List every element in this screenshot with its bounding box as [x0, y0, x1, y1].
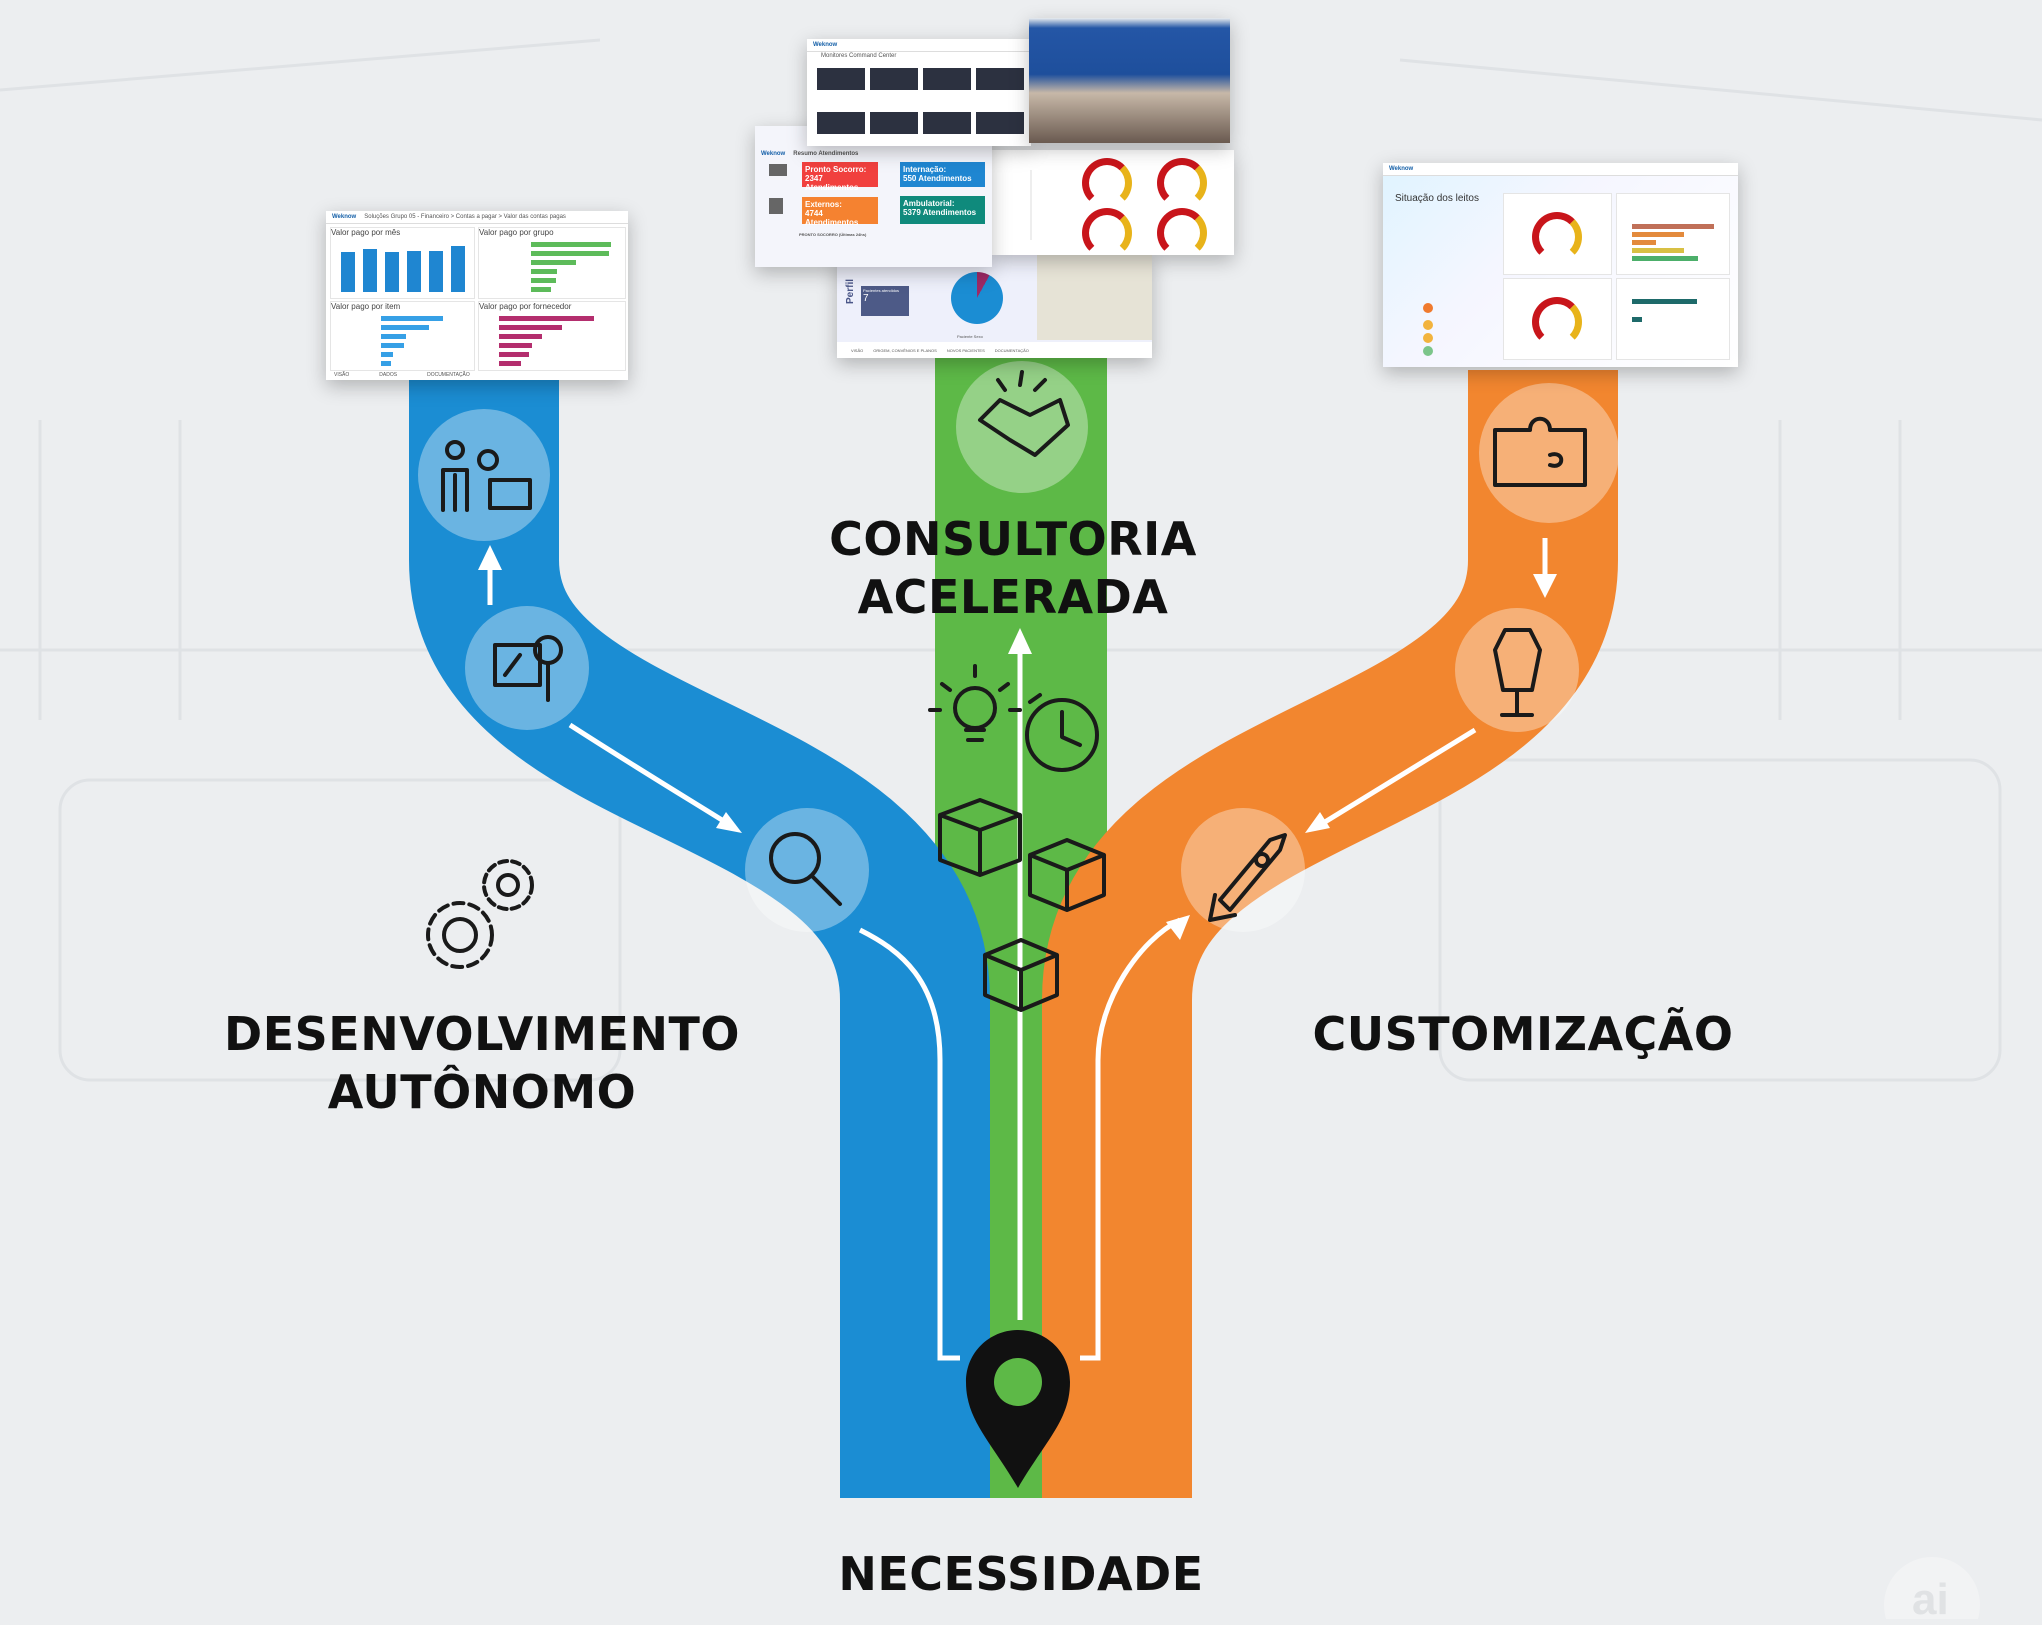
tile-value: 550 Atendimentos: [903, 174, 972, 183]
ambulance-icon: [769, 164, 787, 176]
panel-group: Valor pago por grupo: [478, 227, 626, 299]
ai-watermark: [1884, 1557, 1980, 1619]
handshake-icon: [978, 370, 1070, 457]
summary-header: Weknow Resumo Atendimentos: [755, 148, 992, 160]
profile-dashboard-screenshot: Perfil Pacientes atendidos 7 Paciente Se…: [837, 254, 1152, 358]
clock-icon: [1025, 693, 1099, 772]
tab-documentacao[interactable]: DOCUMENTAÇÃO: [427, 372, 470, 378]
bars-panel: [1616, 193, 1730, 275]
box-icon: [1028, 838, 1106, 912]
label-line: CONSULTORIA: [829, 512, 1197, 566]
tile-title: Ambulatorial:: [903, 199, 955, 208]
dress-form-icon: [1493, 628, 1542, 717]
tile-title: Internação:: [903, 165, 947, 174]
tile-value: 4744 Atendimentos: [805, 209, 859, 227]
blue-route: [409, 370, 990, 1498]
person-icon: [769, 198, 783, 214]
tab-dados[interactable]: DADOS: [379, 372, 398, 378]
pie-label: Paciente Sexo: [957, 334, 983, 339]
beds-title: Situação dos leitos: [1395, 193, 1479, 204]
label-customizacao: CUSTOMIZAÇÃO: [1312, 1007, 1734, 1061]
gears-icon: [426, 859, 534, 969]
tile-pronto-socorro: Pronto Socorro:2347 Atendimentos: [802, 162, 878, 192]
summary-title: Resumo Atendimentos: [793, 151, 859, 157]
brand: Weknow: [332, 214, 357, 220]
lightbulb-icon: [928, 664, 1022, 742]
tile-ambulatorial: Ambulatorial:5379 Atendimentos: [900, 196, 985, 224]
label-desenvolvimento-autonomo: DESENVOLVIMENTO AUTÔNOMO: [224, 1005, 740, 1121]
card-value: 7: [863, 293, 869, 304]
tile-title: Pronto Socorro:: [805, 165, 867, 174]
watermark-text: ai: [1912, 1575, 1949, 1624]
breadcrumb: Soluções Grupo 05 - Financeiro > Contas …: [364, 214, 566, 220]
tile-externos: Externos:4744 Atendimentos: [802, 197, 878, 227]
control-room-photo: [1029, 18, 1230, 143]
tab[interactable]: ORIGEM, CONVÊNIOS E PLANOS: [873, 347, 937, 353]
panel-title: Valor pago por item: [331, 302, 401, 311]
beds-dashboard-screenshot: Weknow Situação dos leitos: [1383, 163, 1738, 367]
tab[interactable]: NOVOS PACIENTES: [946, 347, 985, 353]
finance-dashboard-screenshot: Weknow Soluções Grupo 05 - Financeiro > C…: [326, 211, 628, 380]
magnifier-icon: [769, 832, 842, 906]
panel-title: Valor pago por mês: [331, 228, 401, 237]
dashboard-finance-icon: [493, 635, 563, 702]
brand: Weknow: [813, 42, 838, 48]
tile-value: 2347 Atendimentos: [805, 174, 859, 192]
panel-item: Valor pago por item: [330, 301, 475, 371]
tile-title: Externos:: [805, 200, 842, 209]
tab-bar: VISÃO DADOS DOCUMENTAÇÃO: [334, 372, 470, 378]
progress-panel: [1616, 278, 1730, 360]
availability-gauge-panel: [1503, 278, 1612, 360]
tab-visao[interactable]: VISÃO: [334, 372, 350, 378]
patients-card: Pacientes atendidos 7: [861, 286, 909, 316]
sex-pie-chart: [951, 272, 1003, 324]
map-panel: [1037, 254, 1152, 340]
arrow-heads: [478, 545, 1557, 940]
panel-supplier: Valor pago por fornecedor: [478, 301, 626, 371]
gauges-screenshot: [992, 150, 1234, 255]
panel-title: Valor pago por grupo: [479, 228, 554, 237]
panel-month: Valor pago por mês: [330, 227, 475, 299]
chart-title: PRONTO SOCORRO (Últimas 24hs): [799, 232, 867, 237]
rocket-icon: [1208, 833, 1287, 922]
command-center-title: Monitores Command Center: [821, 53, 897, 59]
brand: Weknow: [1389, 166, 1414, 172]
puzzle-icon: [1493, 416, 1587, 487]
tab[interactable]: VISÃO: [851, 347, 864, 353]
label-line: AUTÔNOMO: [327, 1065, 637, 1119]
label-consultoria-acelerada: CONSULTORIA ACELERADA: [829, 510, 1197, 626]
brand: Weknow: [761, 151, 786, 157]
label-line: ACELERADA: [857, 570, 1169, 624]
occupancy-gauge-panel: [1503, 193, 1612, 275]
label-line: DESENVOLVIMENTO: [224, 1007, 740, 1061]
box-icon: [983, 938, 1059, 1012]
summary-dashboard-screenshot: Weknow Resumo Atendimentos Pronto Socorro…: [755, 126, 992, 267]
tab-bar: VISÃO ORIGEM, CONVÊNIOS E PLANOS NOVOS PAC…: [837, 342, 1152, 358]
card-label: Pacientes atendidos: [863, 288, 900, 293]
label-necessidade: NECESSIDADE: [838, 1547, 1204, 1601]
panel-title: Valor pago por fornecedor: [479, 302, 572, 311]
tile-value: 5379 Atendimentos: [903, 208, 977, 217]
box-icon: [938, 798, 1022, 877]
command-center-screenshot: Weknow Monitores Command Center: [807, 39, 1031, 146]
tab[interactable]: DOCUMENTAÇÃO: [994, 347, 1029, 353]
tile-internacao: Internação:550 Atendimentos: [900, 162, 985, 187]
people-icon: [441, 440, 532, 512]
location-pin-icon: [966, 1330, 1070, 1488]
profile-title: Perfil: [845, 278, 856, 304]
